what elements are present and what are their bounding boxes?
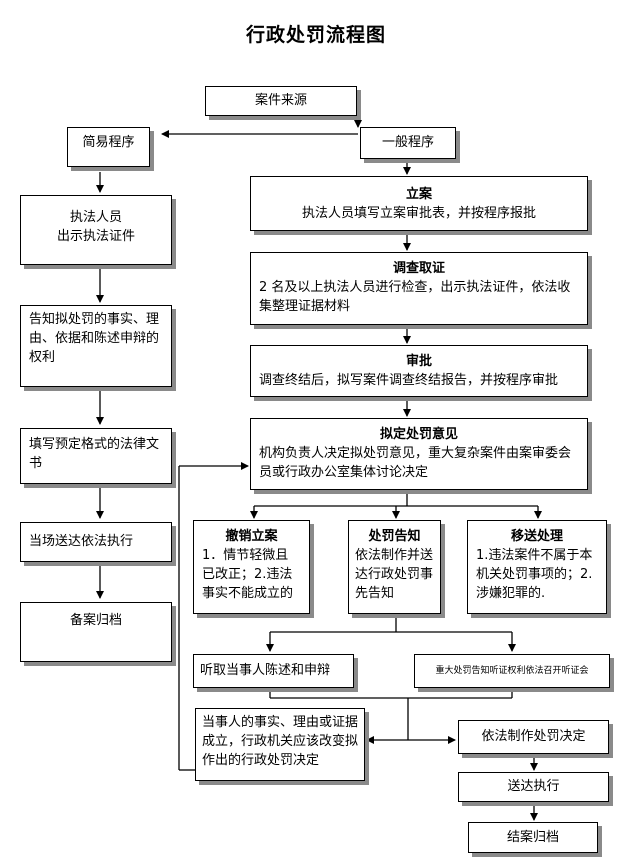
node-draft-opinion: 拟定处罚意见 机构负责人决定拟处罚意见，重大复杂案件由案审委会员或行政办公室集体…: [250, 418, 588, 490]
node-deliver-on-spot: 当场送达依法执行: [20, 522, 172, 562]
node-simple-procedure: 简易程序: [67, 127, 150, 167]
node-approval: 审批 调查终结后，拟写案件调查终结报告，并按程序审批: [250, 345, 588, 397]
show-credentials-line1: 执法人员: [69, 210, 122, 225]
draft-opinion-text: 机构负责人决定拟处罚意见，重大复杂案件由案审委会员或行政办公室集体讨论决定: [259, 446, 572, 480]
draft-opinion-title: 拟定处罚意见: [379, 427, 458, 442]
investigation-text: 2 名及以上执法人员进行检查，出示执法证件，依法收集整理证据材料: [259, 280, 571, 314]
show-credentials-line2: 出示执法证件: [56, 229, 135, 244]
node-show-credentials: 执法人员 出示执法证件: [20, 195, 172, 265]
node-make-decision: 依法制作处罚决定: [458, 720, 609, 754]
revoke-case-text: 1．情节轻微且已改正；2.违法事实不能成立的: [202, 548, 294, 601]
page-title: 行政处罚流程图: [245, 24, 386, 46]
transfer-title: 移送处理: [510, 529, 563, 544]
approval-text: 调查终结后，拟写案件调查终结报告，并按程序审批: [259, 373, 559, 388]
node-case-source: 案件来源: [205, 86, 357, 116]
file-case-text: 执法人员填写立案审批表，并按程序报批: [301, 206, 536, 221]
node-penalty-notice: 处罚告知 依法制作并送达行政处罚事先告知: [348, 520, 441, 614]
investigation-title: 调查取证: [392, 261, 445, 276]
approval-title: 审批: [405, 354, 432, 369]
transfer-text: 1.违法案件不属于本机关处罚事项的；2.涉嫌犯罪的.: [476, 548, 593, 601]
node-record-archive: 备案归档: [20, 602, 172, 662]
node-transfer: 移送处理 1.违法案件不属于本机关处罚事项的；2.涉嫌犯罪的.: [467, 520, 607, 614]
node-fill-document: 填写预定格式的法律文书: [20, 428, 172, 484]
node-inform-rights: 告知拟处罚的事实、理由、依据和陈述申辩的权利: [20, 305, 172, 387]
penalty-notice-title: 处罚告知: [368, 529, 421, 544]
penalty-notice-text: 依法制作并送达行政处罚事先告知: [355, 548, 434, 601]
node-hear-statement: 听取当事人陈述和申辩: [193, 654, 354, 688]
node-investigation: 调查取证 2 名及以上执法人员进行检查，出示执法证件，依法收集整理证据材料: [250, 252, 588, 325]
node-close-archive: 结案归档: [468, 822, 598, 853]
node-general-procedure: 一般程序: [360, 127, 456, 159]
node-deliver-execute: 送达执行: [458, 772, 609, 802]
node-revoke-case: 撤销立案 1．情节轻微且已改正；2.违法事实不能成立的: [193, 520, 310, 614]
node-change-decision: 当事人的事实、理由或证据成立，行政机关应该改变拟作出的行政处罚决定: [195, 708, 365, 781]
revoke-case-title: 撤销立案: [225, 529, 278, 544]
node-file-case: 立案 执法人员填写立案审批表，并按程序报批: [250, 176, 588, 231]
file-case-title: 立案: [405, 187, 432, 202]
node-hearing-meeting: 重大处罚告知听证权利依法召开听证会: [414, 654, 610, 688]
